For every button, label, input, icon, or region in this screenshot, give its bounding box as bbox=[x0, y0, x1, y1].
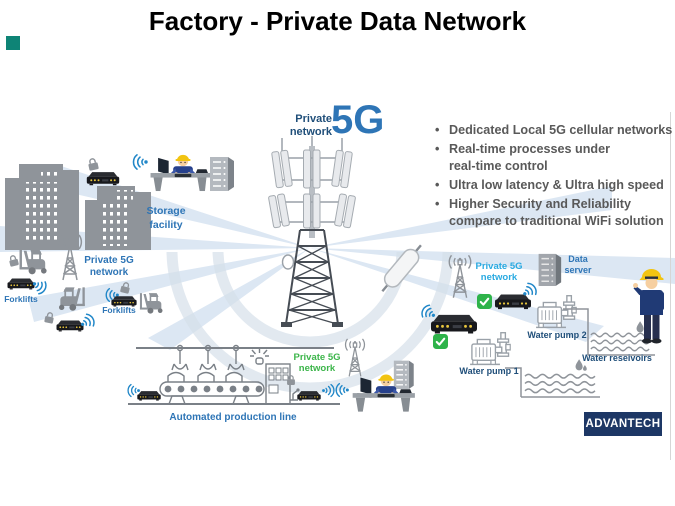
forklifts-label: Forklifts bbox=[4, 294, 38, 304]
forklift-icon bbox=[138, 288, 166, 317]
page-title: Factory - Private Data Network bbox=[148, 6, 527, 36]
data-server-icon bbox=[536, 252, 562, 286]
private-network-label: Private network bbox=[289, 113, 332, 138]
slide-edge-line bbox=[670, 112, 671, 460]
slide-corner-decor bbox=[6, 36, 20, 50]
advantech-logo: ADVANTECH bbox=[584, 412, 662, 436]
5g-antenna-mast-icon bbox=[268, 136, 356, 327]
private-5g-network-label: Private 5G network bbox=[84, 255, 134, 279]
router-icon bbox=[85, 169, 121, 186]
water-pump-2-label: Water pump 2 bbox=[527, 330, 587, 340]
forklift-icon bbox=[17, 247, 51, 275]
router-icon bbox=[136, 389, 162, 401]
water-reservoirs-label: Water reseivoirs bbox=[582, 353, 652, 363]
storage-facility-label: Storage facility bbox=[146, 205, 186, 231]
benefit-item: Ultra low latency & Ultra high speed bbox=[432, 177, 675, 194]
reservoir-plumbing bbox=[505, 308, 655, 398]
water-pump-1-label: Water pump 1 bbox=[459, 366, 519, 376]
worker-at-desk-icon bbox=[146, 144, 214, 196]
benefit-item: Higher Security and Reliability compare … bbox=[432, 196, 675, 229]
private-5g-network-cyan-label: Private 5G network bbox=[475, 261, 523, 284]
router-icon bbox=[296, 389, 322, 401]
check-icon bbox=[433, 334, 448, 349]
5g-label: 5G bbox=[331, 98, 385, 142]
omni-antenna-icon bbox=[381, 244, 422, 292]
benefit-item: Real-time processes under real-time cont… bbox=[432, 141, 627, 174]
forklift-icon bbox=[55, 283, 87, 313]
forklifts-label: Forklifts bbox=[102, 305, 136, 315]
private-5g-network-green-label: Private 5G network bbox=[293, 352, 341, 375]
server-rack-icon bbox=[208, 154, 234, 192]
production-line-icon bbox=[128, 344, 340, 405]
factory-worker-icon bbox=[633, 269, 664, 344]
benefit-list: Dedicated Local 5G cellular networks Rea… bbox=[432, 122, 675, 232]
factory-buildings-icon bbox=[5, 164, 151, 250]
water-waves-icon bbox=[524, 372, 596, 395]
benefit-item: Dedicated Local 5G cellular networks bbox=[432, 122, 675, 139]
production-line-label: Automated production line bbox=[169, 412, 297, 423]
data-server-label: Data server bbox=[564, 254, 592, 275]
worker-at-desk-icon bbox=[348, 360, 418, 420]
